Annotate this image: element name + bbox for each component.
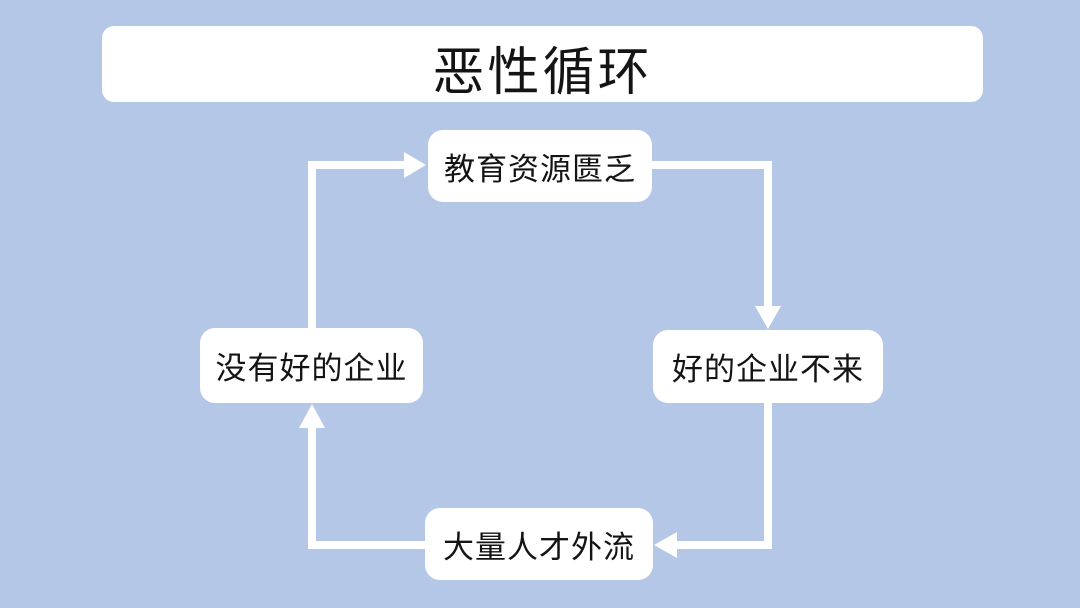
arrowhead-left-icon	[654, 532, 677, 558]
arrowhead-up-icon	[299, 404, 325, 428]
node-label: 好的企业不来	[672, 352, 864, 387]
node-label: 没有好的企业	[215, 351, 408, 386]
node-label: 大量人才外流	[443, 529, 635, 565]
node-label: 教育资源匮乏	[444, 151, 636, 187]
node-no-good-companies: 没有好的企业	[200, 328, 423, 403]
node-education-resource-scarcity: 教育资源匮乏	[428, 130, 652, 202]
arrowhead-down-icon	[755, 306, 781, 329]
diagram-title: 恶性循环	[432, 43, 653, 102]
node-talent-outflow: 大量人才外流	[425, 508, 653, 580]
node-good-companies-not-coming: 好的企业不来	[653, 330, 883, 403]
arrow-top-to-right	[652, 161, 781, 329]
arrow-right-to-bottom	[654, 402, 772, 558]
arrow-bottom-to-left	[299, 404, 426, 549]
arrow-left-to-top	[308, 152, 426, 330]
title-box: 恶性循环	[102, 26, 983, 102]
arrowhead-right-icon	[404, 152, 426, 178]
